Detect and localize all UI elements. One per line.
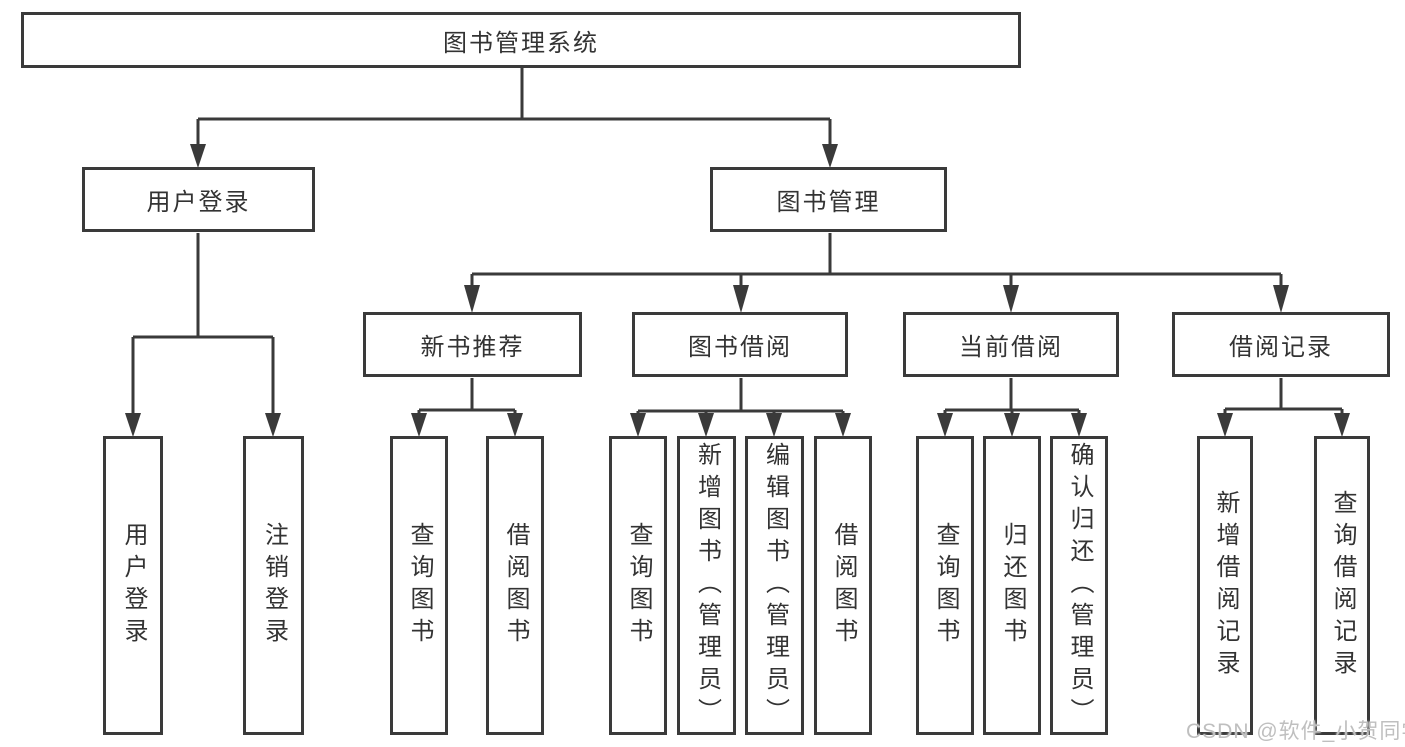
leaf-confirm-return-admin: 确认归还（管理员） — [1050, 436, 1108, 735]
connector-borrow-records — [1223, 378, 1344, 415]
leaf-query-book-borrow: 查询图书 — [609, 436, 667, 735]
leaf-borrow-book-recommend: 借阅图书 — [486, 436, 544, 735]
arrow-icon — [937, 413, 953, 437]
node-new-book-recommend: 新书推荐 — [363, 312, 582, 377]
connector-book-mgmt — [470, 233, 1283, 287]
arrow-icon — [190, 144, 206, 168]
leaf-query-book-recommend: 查询图书 — [390, 436, 448, 735]
leaf-add-book-admin: 新增图书（管理员） — [677, 436, 736, 735]
leaf-borrow-book: 借阅图书 — [814, 436, 872, 735]
leaf-user-login: 用户登录 — [103, 436, 163, 735]
leaf-label: 归还图书 — [999, 521, 1026, 650]
leaf-label: 确认归还（管理员） — [1066, 441, 1093, 730]
arrow-icon — [733, 285, 749, 313]
leaf-label: 查询图书 — [406, 521, 433, 650]
leaf-label: 查询借阅记录 — [1329, 489, 1356, 682]
arrow-icon — [1273, 285, 1289, 313]
leaf-label: 新增借阅记录 — [1212, 489, 1239, 682]
connector-current-borrow — [943, 378, 1081, 415]
node-user-login-branch: 用户登录 — [82, 167, 315, 232]
leaf-return-book: 归还图书 — [983, 436, 1041, 735]
connector-book-borrow — [636, 378, 845, 415]
arrow-icon — [766, 413, 782, 437]
leaf-label: 用户登录 — [120, 521, 147, 650]
arrow-icon — [698, 413, 714, 437]
arrow-icon — [1004, 413, 1020, 437]
arrow-icon — [1003, 285, 1019, 313]
connector-new-book — [417, 378, 517, 415]
node-book-borrow: 图书借阅 — [632, 312, 848, 377]
leaf-label: 查询图书 — [625, 521, 652, 650]
leaf-label: 借阅图书 — [502, 521, 529, 650]
arrow-icon — [835, 413, 851, 437]
leaf-label: 借阅图书 — [830, 521, 857, 650]
leaf-label: 编辑图书（管理员） — [761, 441, 789, 730]
connector-root — [196, 66, 832, 146]
arrow-icon — [1071, 413, 1087, 437]
node-borrow-records: 借阅记录 — [1172, 312, 1390, 377]
arrow-icon — [1217, 413, 1233, 437]
leaf-label: 查询图书 — [932, 521, 959, 650]
arrow-icon — [411, 413, 427, 437]
arrow-icon — [265, 413, 281, 437]
arrow-icon — [1334, 413, 1350, 437]
leaf-query-book-current: 查询图书 — [916, 436, 974, 735]
leaf-query-borrow-record: 查询借阅记录 — [1314, 436, 1370, 735]
arrow-icon — [507, 413, 523, 437]
arrow-icon — [125, 413, 141, 437]
node-root: 图书管理系统 — [21, 12, 1021, 68]
leaf-edit-book-admin: 编辑图书（管理员） — [745, 436, 804, 735]
arrow-icon — [822, 144, 838, 168]
arrow-icon — [464, 285, 480, 313]
connector-user-login — [131, 233, 275, 415]
node-book-mgmt-branch: 图书管理 — [710, 167, 947, 232]
leaf-add-borrow-record: 新增借阅记录 — [1197, 436, 1253, 735]
leaf-label: 新增图书（管理员） — [693, 441, 721, 730]
leaf-label: 注销登录 — [260, 521, 288, 650]
csdn-watermark: CSDN @软件_小贺同学 — [1186, 720, 1405, 743]
leaf-logout: 注销登录 — [243, 436, 304, 735]
arrow-icon — [630, 413, 646, 437]
node-current-borrow: 当前借阅 — [903, 312, 1119, 377]
